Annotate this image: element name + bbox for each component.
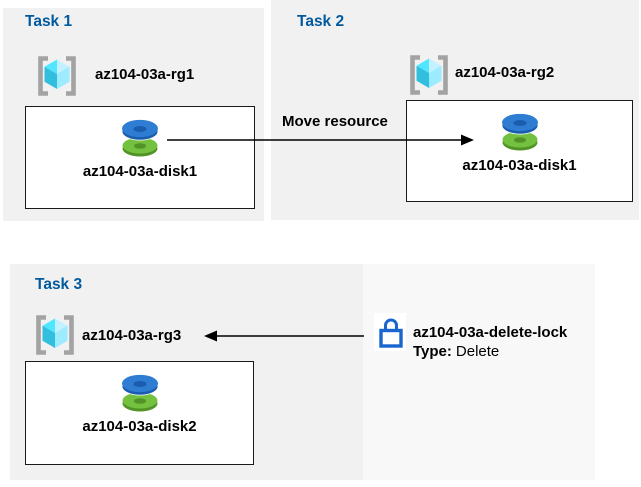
delete-lock-type-label: Type: <box>413 343 452 360</box>
resource-group-icon <box>36 315 74 355</box>
task2-disk-label: az104-03a-disk1 <box>462 157 577 174</box>
resource-group-icon <box>410 55 448 95</box>
move-arrow-label: Move resource <box>282 113 388 130</box>
task2-panel: Task 2 az104-03a-rg2 az104-03a-disk1 <box>271 0 639 220</box>
delete-lock-arrow <box>204 330 364 342</box>
task3-title: Task 3 <box>35 276 83 293</box>
task1-disk-box: az104-03a-disk1 <box>25 106 255 209</box>
task3-light-panel <box>363 264 595 480</box>
task2-disk-box: az104-03a-disk1 <box>406 100 633 202</box>
resource-group-icon <box>38 56 76 96</box>
task1-panel: Task 1 az104-03a-rg1 az104-03a-disk1 <box>3 8 264 221</box>
move-arrow <box>167 134 474 146</box>
delete-lock-type: Type:Delete <box>413 342 567 361</box>
managed-disk-icon <box>121 374 158 412</box>
task1-title: Task 1 <box>25 13 73 30</box>
task2-title: Task 2 <box>297 13 345 30</box>
task3-disk-box: az104-03a-disk2 <box>25 361 254 465</box>
task3-disk-label: az104-03a-disk2 <box>82 418 197 435</box>
delete-lock-callout: az104-03a-delete-lock Type:Delete <box>413 323 567 361</box>
managed-disk-icon <box>501 113 538 151</box>
lock-icon <box>379 318 403 348</box>
managed-disk-icon <box>121 119 159 157</box>
task1-disk-label: az104-03a-disk1 <box>82 163 198 180</box>
delete-lock-type-value: Delete <box>455 343 500 360</box>
task3-rg-label: az104-03a-rg3 <box>82 327 182 344</box>
task2-rg-label: az104-03a-rg2 <box>455 64 555 81</box>
task3-panel: Task 3 az104-03a-rg3 az104-03a-disk2 <box>10 264 363 480</box>
delete-lock-name: az104-03a-delete-lock <box>413 324 568 341</box>
task1-rg-label: az104-03a-rg1 <box>95 66 195 83</box>
